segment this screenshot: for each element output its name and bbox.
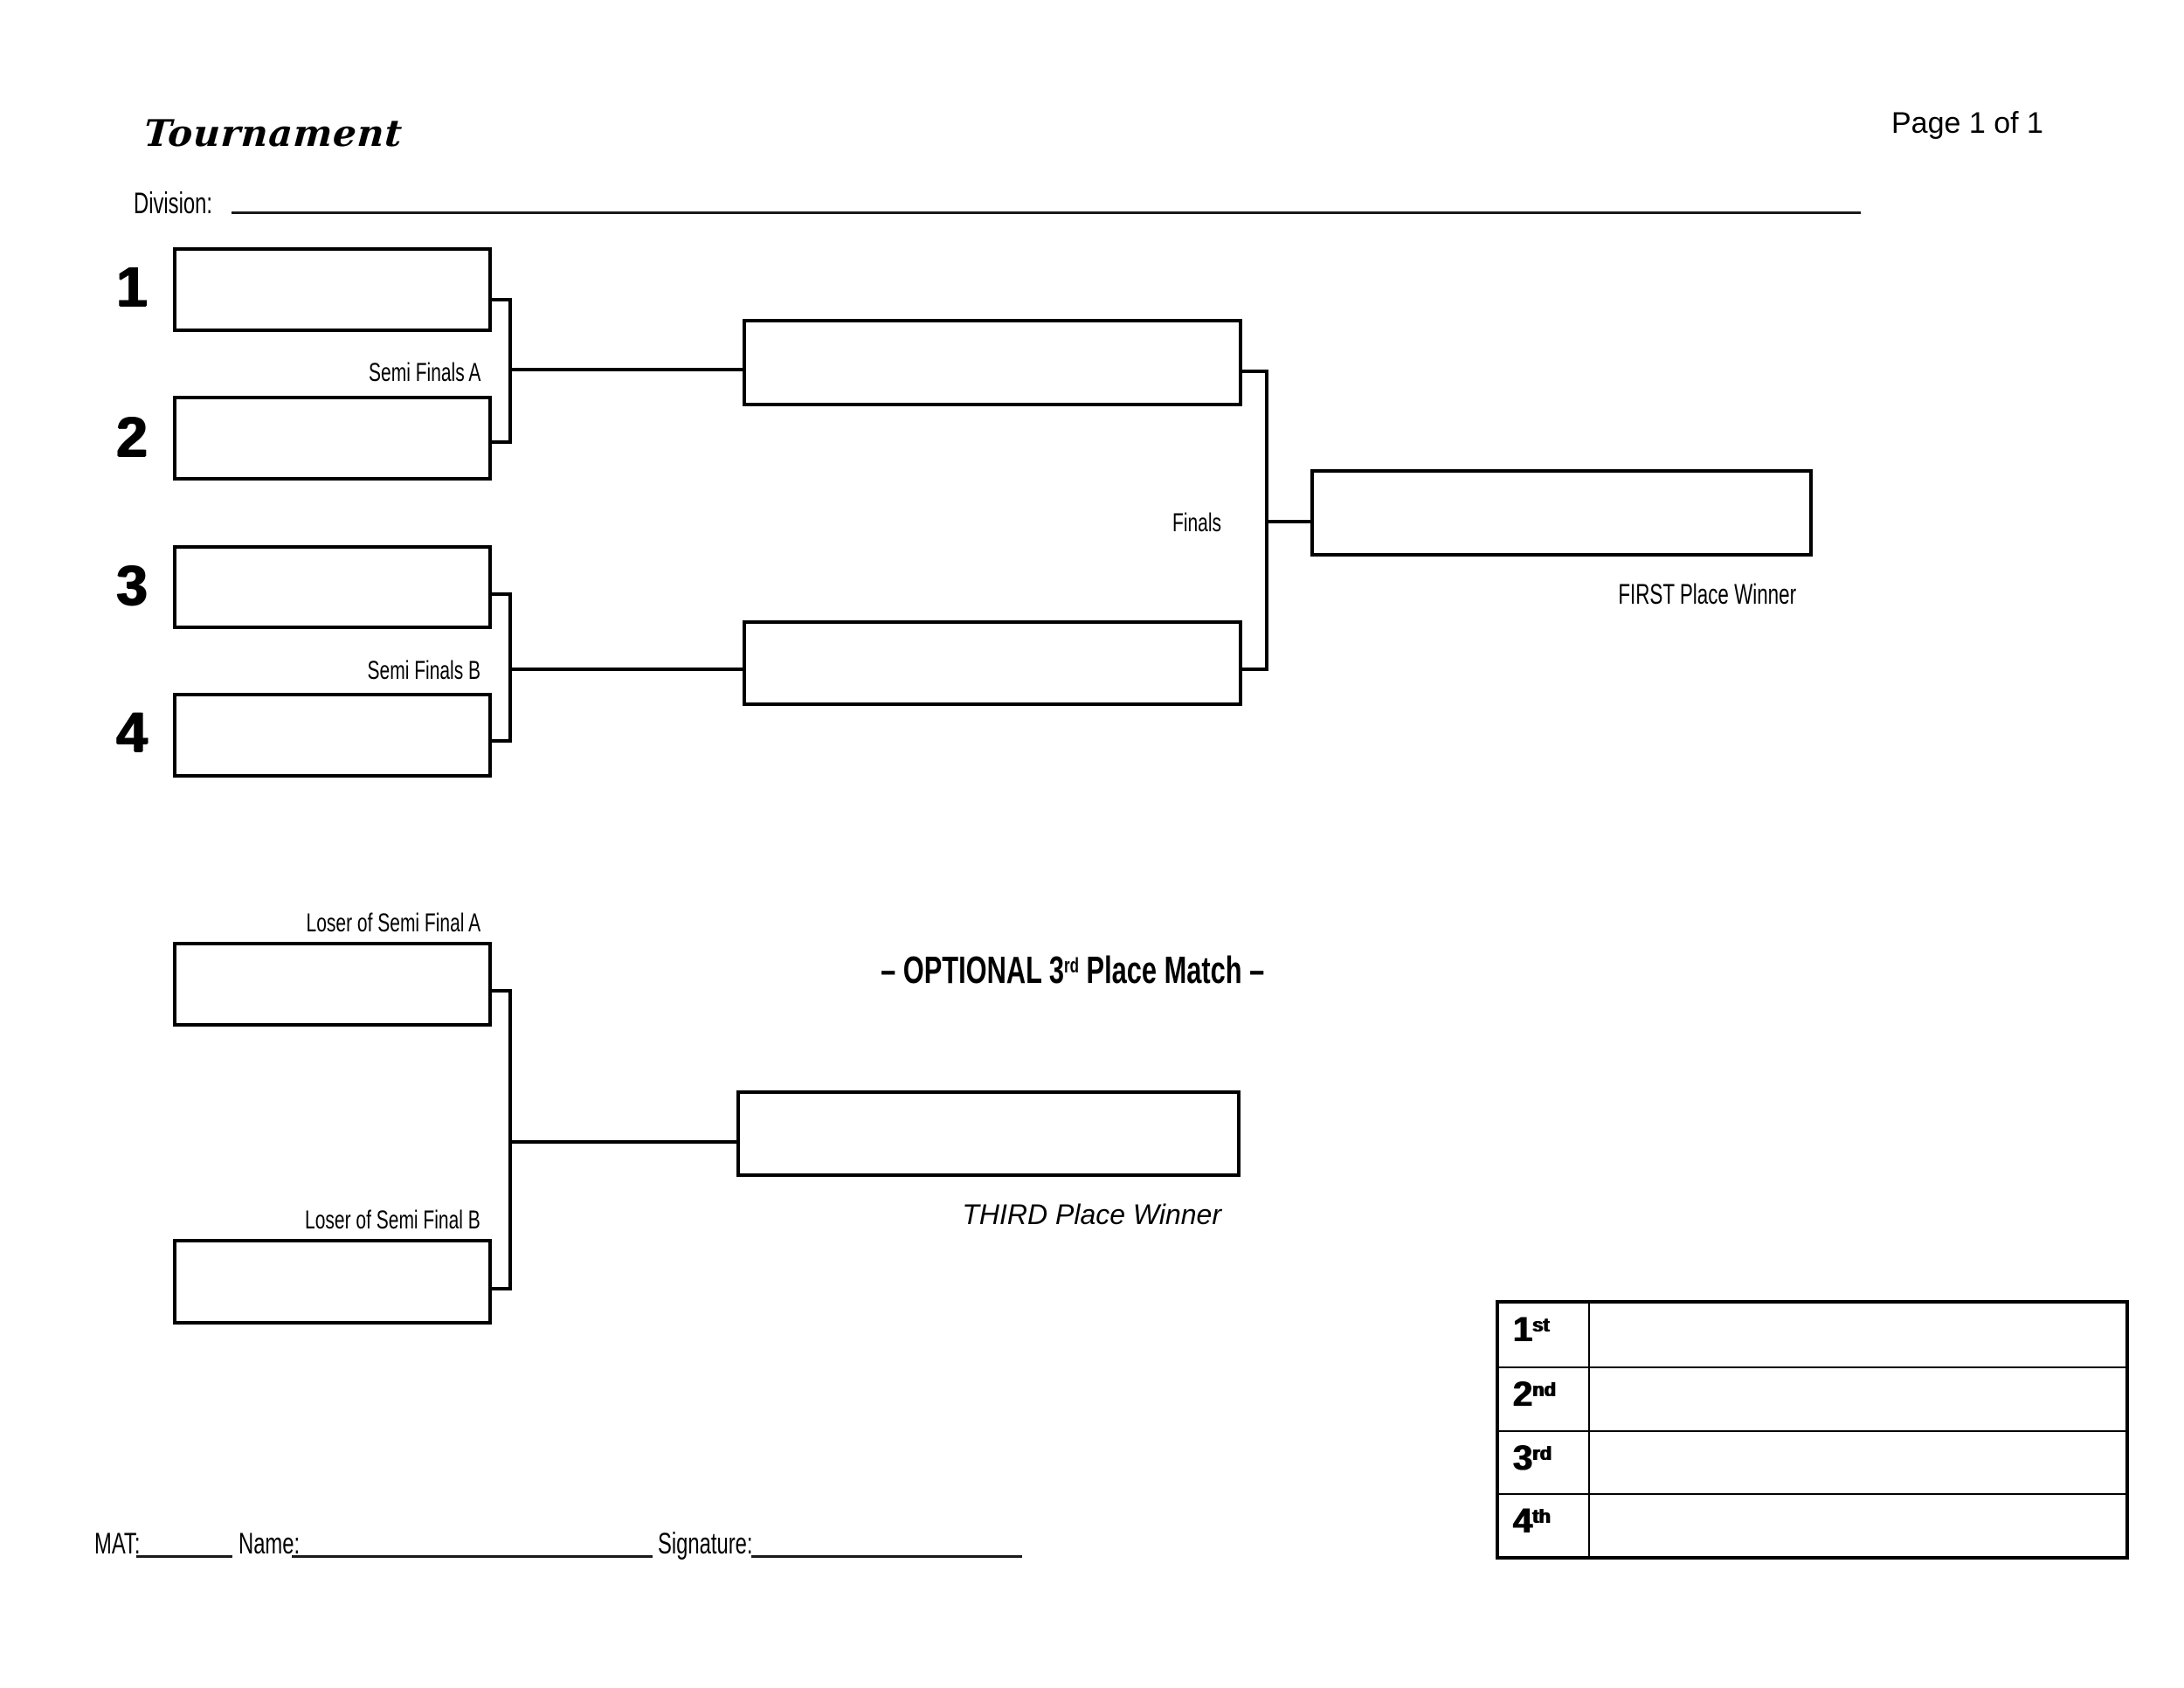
bracket-connector <box>1241 370 1268 373</box>
bracket-connector <box>490 298 512 301</box>
placement-row-3: 3rd <box>1499 1429 2125 1493</box>
seed-3-label: 3 <box>116 554 148 617</box>
seed-4-slot[interactable] <box>173 693 492 778</box>
placement-4-name-cell[interactable] <box>1590 1495 2125 1556</box>
placement-3-name-cell[interactable] <box>1590 1432 2125 1493</box>
name-label: Name: <box>238 1527 301 1560</box>
bracket-connector <box>1241 668 1268 671</box>
placement-2-name-cell[interactable] <box>1590 1368 2125 1429</box>
loser-b-slot[interactable] <box>173 1239 492 1325</box>
bracket-connector <box>508 989 512 1290</box>
loser-semi-b-label: Loser of Semi Final B <box>305 1206 480 1235</box>
semi-finals-b-label: Semi Finals B <box>367 656 480 685</box>
finals-label: Finals <box>1171 508 1221 537</box>
bracket-connector <box>490 739 512 743</box>
division-input-line[interactable] <box>232 211 1861 214</box>
loser-a-slot[interactable] <box>173 942 492 1027</box>
bracket-connector <box>1265 520 1312 523</box>
semifinal-b-winner-slot[interactable] <box>743 620 1242 706</box>
bracket-connector <box>490 592 512 596</box>
semi-finals-a-label: Semi Finals A <box>368 358 480 387</box>
placement-1-rank: 1st <box>1499 1304 1590 1367</box>
placement-1-name-cell[interactable] <box>1590 1304 2125 1366</box>
loser-semi-a-label: Loser of Semi Final A <box>306 909 480 937</box>
bracket-connector <box>508 668 746 671</box>
seed-3-slot[interactable] <box>173 545 492 629</box>
bracket-connector <box>508 1140 736 1144</box>
first-place-winner-label: FIRST Place Winner <box>1618 578 1796 610</box>
bracket-connector <box>490 1287 512 1290</box>
placement-3-rank: 3rd <box>1499 1431 1590 1493</box>
bracket-connector <box>508 368 746 371</box>
mat-input-line[interactable] <box>136 1555 232 1558</box>
form-title: Tournament <box>142 112 404 155</box>
bracket-connector <box>490 989 512 993</box>
seed-4-label: 4 <box>116 701 148 764</box>
signature-input-line[interactable] <box>751 1555 1022 1558</box>
champion-slot[interactable] <box>1310 469 1813 557</box>
bracket-connector <box>490 440 512 444</box>
placement-2-rank: 2nd <box>1499 1368 1590 1430</box>
seed-2-slot[interactable] <box>173 396 492 481</box>
division-label: Division: <box>134 187 212 220</box>
seed-2-label: 2 <box>116 405 148 468</box>
placement-row-4: 4th <box>1499 1492 2125 1556</box>
name-input-line[interactable] <box>292 1555 653 1558</box>
third-place-winner-label: THIRD Place Winner <box>962 1199 1221 1230</box>
placement-row-1: 1st <box>1499 1304 2125 1367</box>
signature-label: Signature: <box>658 1527 753 1560</box>
page-indicator: Page 1 of 1 <box>1891 107 2043 140</box>
third-place-slot[interactable] <box>736 1090 1241 1177</box>
seed-1-slot[interactable] <box>173 247 492 332</box>
optional-third-place-heading: – OPTIONAL 3rd Place Match – <box>881 949 1265 992</box>
semifinal-a-winner-slot[interactable] <box>743 319 1242 406</box>
seed-1-label: 1 <box>116 255 148 318</box>
placement-4-rank: 4th <box>1499 1494 1590 1556</box>
placement-table: 1st 2nd 3rd 4th <box>1496 1300 2129 1560</box>
mat-label: MAT: <box>94 1527 141 1560</box>
placement-row-2: 2nd <box>1499 1366 2125 1430</box>
